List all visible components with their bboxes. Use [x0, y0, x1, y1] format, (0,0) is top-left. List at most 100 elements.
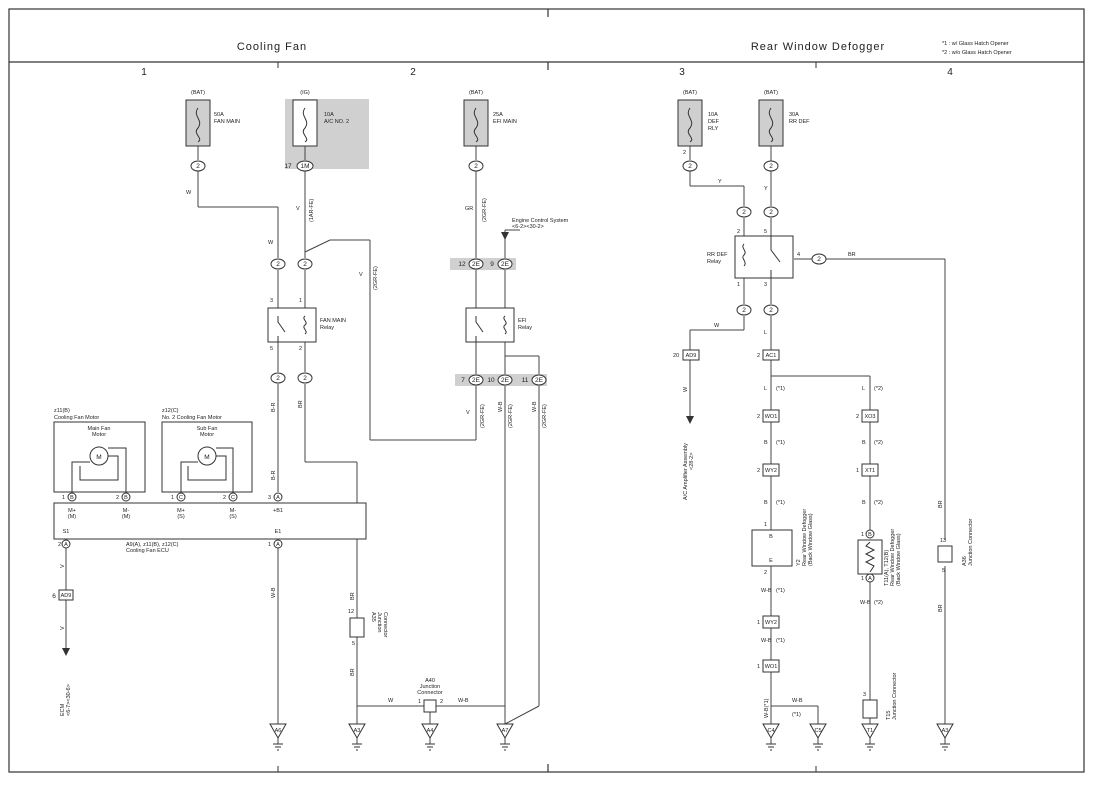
svg-text:(S): (S) — [229, 514, 237, 520]
svg-text:B: B — [868, 532, 872, 538]
svg-text:A3: A3 — [354, 728, 361, 734]
svg-text:S1: S1 — [63, 529, 70, 535]
svg-text:(2GR-FE): (2GR-FE) — [482, 198, 488, 222]
svg-text:(2GR-FE): (2GR-FE) — [542, 404, 548, 428]
fuse-fan-main: (BAT) 50A FAN MAIN — [185, 90, 240, 147]
fuse-efi-main: (BAT) 25A EFI MAIN — [463, 90, 517, 147]
svg-text:2: 2 — [769, 209, 773, 216]
svg-text:B: B — [862, 500, 866, 506]
svg-text:(*1): (*1) — [792, 712, 801, 718]
svg-text:W: W — [268, 240, 274, 246]
svg-text:2: 2 — [299, 346, 302, 352]
svg-text:Cooling Fan ECU: Cooling Fan ECU — [126, 548, 169, 554]
svg-text:B: B — [769, 534, 773, 540]
svg-text:M-: M- — [230, 508, 237, 514]
svg-text:Y2: Y2 — [796, 559, 802, 566]
svg-text:2: 2 — [742, 209, 746, 216]
svg-text:V: V — [60, 626, 66, 630]
a35-junction: 12 5 A35 Junction Connector — [348, 609, 388, 647]
svg-text:A35: A35 — [370, 612, 376, 622]
svg-text:Motor: Motor — [92, 432, 106, 438]
svg-text:1: 1 — [62, 495, 65, 501]
svg-text:W-B: W-B — [271, 587, 277, 598]
relay-efi: EFI Relay — [465, 307, 532, 343]
svg-text:12: 12 — [348, 609, 354, 615]
svg-text:A3: A3 — [942, 728, 949, 734]
svg-text:A40: A40 — [425, 678, 435, 684]
svg-text:11: 11 — [522, 377, 529, 384]
svg-text:T11(A), T12(B): T11(A), T12(B) — [884, 550, 890, 586]
svg-text:1: 1 — [737, 282, 740, 288]
svg-text:WO1: WO1 — [765, 414, 778, 420]
svg-text:(S): (S) — [177, 514, 185, 520]
svg-text:2: 2 — [769, 307, 773, 314]
labels-col12: W W V (1AR-FE) V (2GR-FE) GR (2GR-FE) En… — [60, 190, 569, 716]
main-fan-motor: z11(B) Cooling Fan Motor Main Fan Motor … — [53, 408, 146, 493]
svg-text:Relay: Relay — [320, 325, 334, 331]
svg-text:<6-7><30-6>: <6-7><30-6> — [66, 684, 72, 716]
svg-text:(*1): (*1) — [776, 588, 785, 594]
svg-text:DEF: DEF — [708, 119, 720, 125]
svg-text:30A: 30A — [789, 112, 799, 118]
connectors-col34: 2 2 2 2 2 2 2 2 AD9 20 AC1 2 WO1 2 XO3 2… — [673, 150, 879, 673]
svg-text:Junction Connector: Junction Connector — [892, 672, 898, 720]
note-2: *2 : w/o Glass Hatch Opener — [942, 50, 1012, 56]
t15-junction: 3 T15 Junction Connector — [862, 672, 898, 724]
rear-defogger-y2: B E 1 2 Y2 Rear Window Defogger (Back Wi… — [751, 509, 814, 576]
svg-text:Relay: Relay — [518, 325, 532, 331]
svg-text:A: A — [868, 576, 872, 582]
title-cooling-fan: Cooling Fan — [237, 41, 307, 53]
svg-text:M+: M+ — [177, 508, 185, 514]
svg-text:C: C — [231, 495, 235, 501]
svg-text:B: B — [862, 440, 866, 446]
svg-text:W: W — [186, 190, 192, 196]
svg-text:Connector: Connector — [417, 690, 443, 696]
svg-text:No. 2 Cooling Fan Motor: No. 2 Cooling Fan Motor — [162, 415, 222, 421]
svg-text:10A: 10A — [708, 112, 718, 118]
svg-text:W-B: W-B — [498, 401, 504, 412]
column-1: 1 — [141, 67, 147, 78]
fuse-ac-no2: (IG) 10A A/C NO. 2 — [292, 90, 349, 147]
svg-text:2: 2 — [276, 261, 280, 268]
svg-text:2: 2 — [817, 256, 821, 263]
svg-text:2: 2 — [440, 699, 443, 705]
svg-text:W-B(*1): W-B(*1) — [764, 698, 770, 718]
svg-text:V: V — [60, 564, 66, 568]
svg-text:9: 9 — [490, 261, 494, 268]
svg-text:2: 2 — [737, 229, 740, 235]
wires-defogger — [689, 146, 946, 724]
svg-text:2: 2 — [196, 163, 200, 170]
svg-text:Rear Window Defogger: Rear Window Defogger — [802, 509, 808, 566]
svg-text:Motor: Motor — [200, 432, 214, 438]
svg-text:W-B: W-B — [458, 698, 469, 704]
svg-text:13: 13 — [940, 538, 946, 544]
svg-text:V: V — [296, 206, 300, 212]
svg-text:(M): (M) — [68, 514, 76, 520]
svg-text:AD9: AD9 — [686, 353, 697, 359]
svg-text:BR: BR — [938, 500, 944, 508]
svg-text:2E: 2E — [472, 377, 481, 384]
svg-text:E1: E1 — [275, 529, 282, 535]
svg-text:10A: 10A — [324, 112, 334, 118]
note-1: *1 : w/ Glass Hatch Opener — [942, 41, 1009, 47]
cooling-fan-ecu: B B C C A A A 1 2 1 2 3 2 1 M+ (M) M- (M… — [53, 492, 367, 554]
svg-text:5: 5 — [764, 229, 767, 235]
svg-text:M: M — [96, 454, 101, 461]
svg-text:10: 10 — [487, 377, 495, 384]
svg-text:W: W — [388, 698, 394, 704]
svg-text:AD9: AD9 — [61, 593, 72, 599]
svg-text:T1: T1 — [867, 728, 873, 734]
svg-text:2E: 2E — [535, 377, 544, 384]
svg-text:2: 2 — [757, 468, 760, 474]
svg-text:B: B — [124, 495, 128, 501]
svg-text:Connector: Connector — [382, 612, 388, 638]
svg-text:RR DEF: RR DEF — [707, 252, 728, 258]
svg-text:B-R: B-R — [271, 471, 277, 481]
svg-text:BR: BR — [350, 592, 356, 600]
svg-text:17: 17 — [284, 163, 292, 170]
svg-text:2E: 2E — [472, 261, 481, 268]
svg-text:3: 3 — [764, 282, 767, 288]
svg-text:50A: 50A — [214, 112, 224, 118]
svg-text:2: 2 — [764, 570, 767, 576]
svg-text:W-B: W-B — [761, 588, 772, 594]
